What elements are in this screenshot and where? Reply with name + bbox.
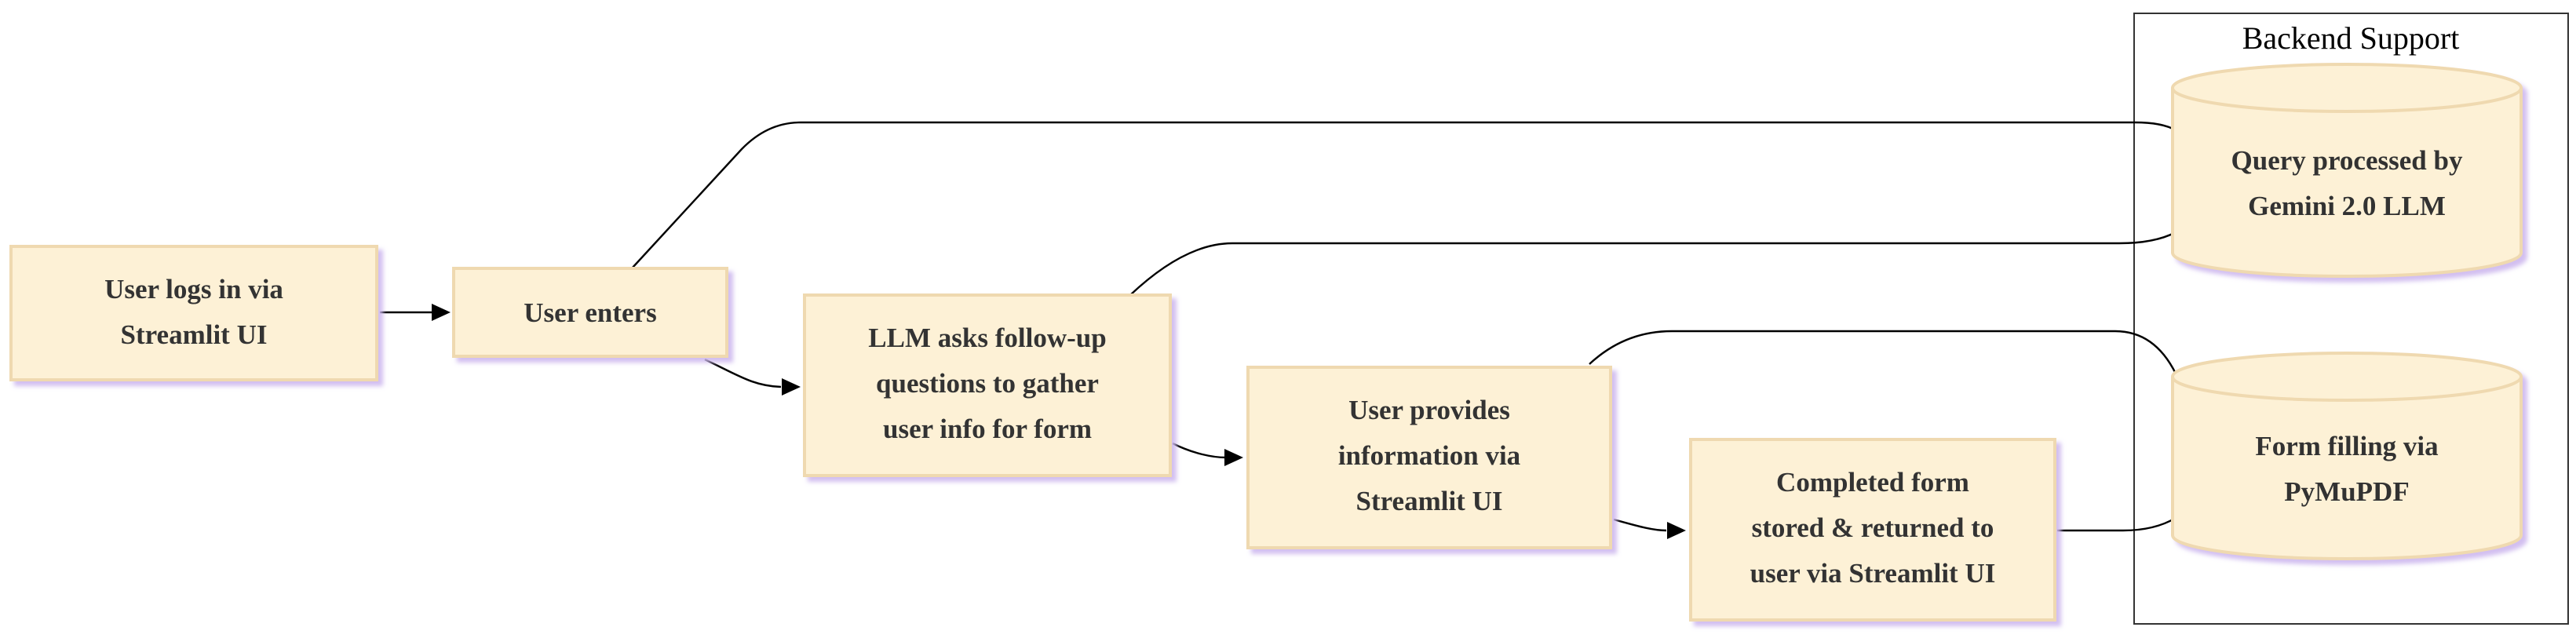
node-label: Query processed by bbox=[2231, 145, 2463, 176]
node-user-login: User logs in via Streamlit UI bbox=[9, 245, 378, 381]
node-label: User provides bbox=[1348, 395, 1510, 425]
node-label: stored & returned to bbox=[1752, 512, 1994, 543]
node-label: User logs in via bbox=[104, 274, 283, 304]
node-label: Streamlit UI bbox=[1356, 486, 1503, 516]
edge-completed-to-pymupdf bbox=[2057, 516, 2176, 532]
node-label: information via bbox=[1338, 440, 1520, 471]
node-pymupdf-database: Form filling via PyMuPDF bbox=[2171, 352, 2523, 560]
node-label: Completed form bbox=[1776, 467, 1969, 498]
edge-enters-to-followup bbox=[704, 358, 782, 388]
node-label: User enters bbox=[524, 297, 656, 328]
cluster-title: Backend Support bbox=[2242, 20, 2460, 56]
arrowhead bbox=[1667, 522, 1686, 539]
node-label: Form filling via bbox=[2255, 431, 2438, 461]
node-label: user info for form bbox=[883, 414, 1092, 444]
node-label: LLM asks follow-up bbox=[868, 323, 1106, 353]
edge-followup-to-gemini bbox=[1129, 231, 2176, 296]
node-completed-form: Completed form stored & returned to user… bbox=[1689, 438, 2056, 622]
edge-provides-to-completed bbox=[1613, 518, 1667, 532]
edge-enters-to-gemini bbox=[631, 121, 2176, 269]
edge-provides-to-pymupdf bbox=[1589, 330, 2177, 374]
node-gemini-llm-database: Query processed by Gemini 2.0 LLM bbox=[2171, 63, 2523, 278]
arrowhead bbox=[1224, 449, 1243, 466]
edge-followup-to-provides bbox=[1172, 442, 1227, 459]
node-user-provides: User provides information via Streamlit … bbox=[1246, 366, 1612, 549]
node-label: questions to gather bbox=[876, 368, 1099, 399]
arrowhead bbox=[432, 304, 451, 321]
node-label: Streamlit UI bbox=[121, 319, 268, 350]
node-label: PyMuPDF bbox=[2284, 476, 2409, 507]
edges bbox=[380, 121, 2177, 539]
cluster-border bbox=[2133, 13, 2569, 625]
arrowhead bbox=[782, 378, 801, 396]
node-label: user via Streamlit UI bbox=[1750, 558, 1996, 589]
node-user-enters: User enters bbox=[452, 267, 728, 358]
backend-support-cluster: Backend Support bbox=[2133, 13, 2569, 625]
node-llm-followup: LLM asks follow-up questions to gather u… bbox=[803, 293, 1172, 477]
node-label: Gemini 2.0 LLM bbox=[2248, 191, 2446, 221]
